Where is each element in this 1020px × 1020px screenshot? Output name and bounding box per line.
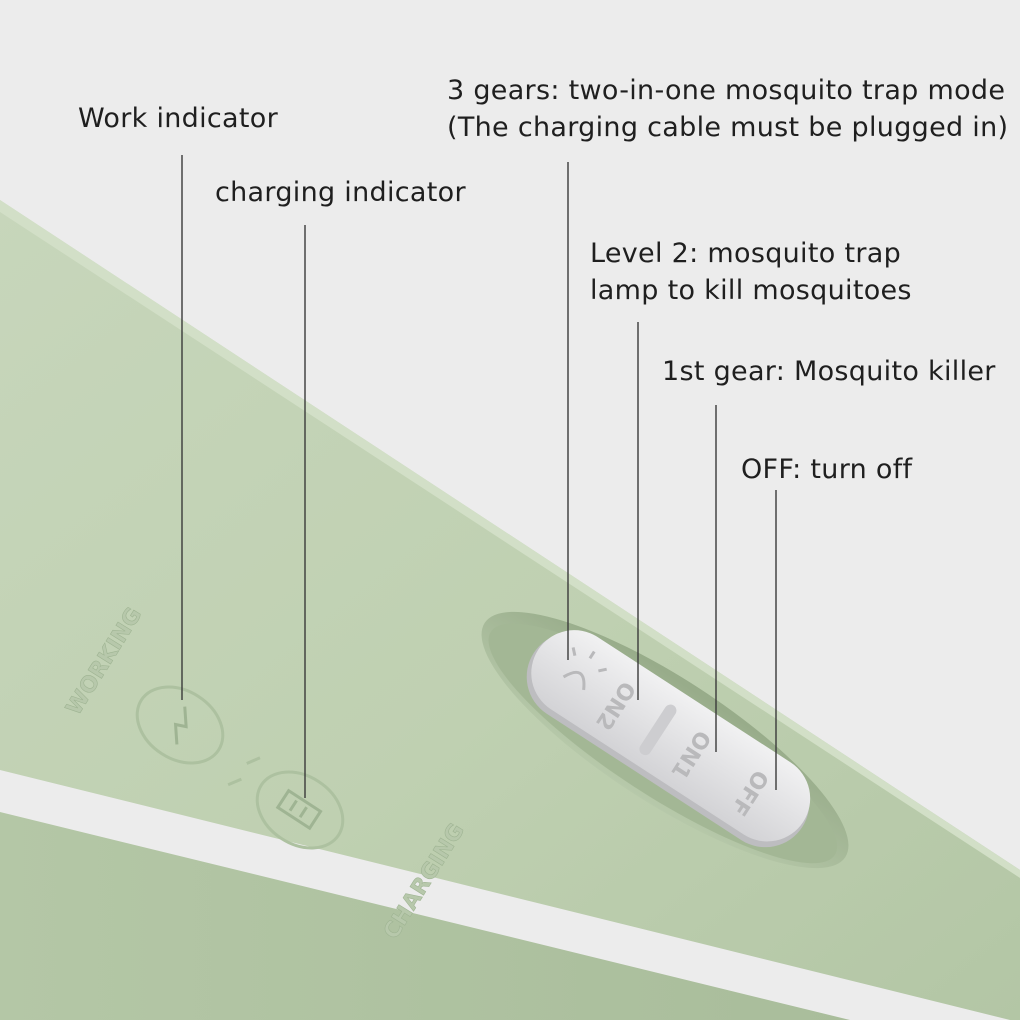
charging-indicator-light [227, 756, 345, 850]
level2-line1: Level 2: mosquito trap [590, 238, 902, 269]
level2-label: Level 2: mosquito trap lamp to kill mosq… [590, 235, 912, 309]
device-lower-strip [0, 812, 850, 1020]
level2-line2: lamp to kill mosquitoes [590, 275, 912, 306]
lightning-icon [173, 706, 188, 745]
work-indicator-light [135, 685, 225, 765]
work-indicator-text: Work indicator [78, 103, 279, 134]
gear3-line1: 3 gears: two-in-one mosquito trap mode [447, 75, 1006, 106]
gear1-text: 1st gear: Mosquito killer [662, 356, 996, 387]
work-indicator-label: Work indicator [78, 100, 278, 137]
charging-indicator-label: charging indicator [215, 174, 466, 211]
off-label: OFF: turn off [741, 451, 912, 488]
lamp-icon [562, 647, 607, 691]
gear1-label: 1st gear: Mosquito killer [662, 353, 996, 390]
off-text: OFF: turn off [741, 454, 913, 485]
gear3-label: 3 gears: two-in-one mosquito trap mode (… [447, 72, 1008, 146]
gear3-line2: (The charging cable must be plugged in) [447, 112, 1009, 143]
slide-switch[interactable]: ON2 ON1 OFF [510, 613, 828, 864]
battery-icon [275, 788, 323, 831]
device-body-edge [0, 200, 1020, 878]
switch-knob[interactable] [637, 702, 679, 757]
charging-indicator-text: charging indicator [215, 177, 466, 208]
